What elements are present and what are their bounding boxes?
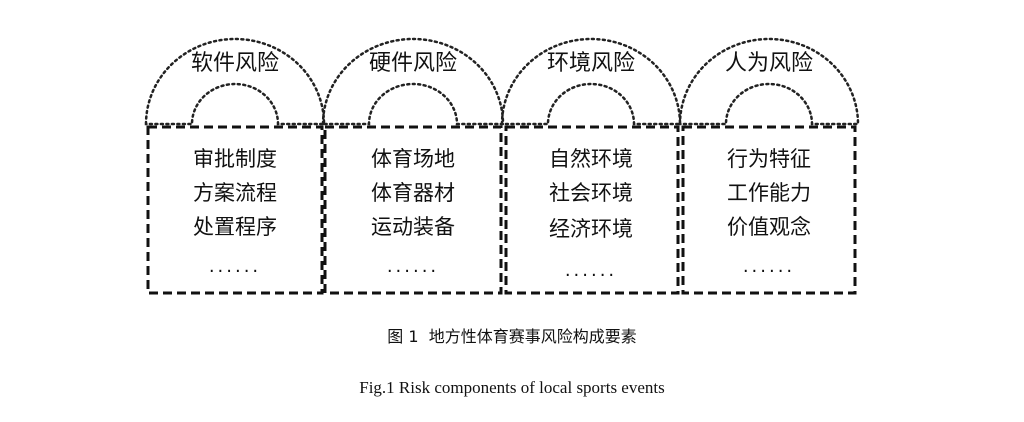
group-item: 处置程序 xyxy=(193,215,277,239)
group-item: 价值观念 xyxy=(727,215,811,239)
group-item: 体育场地 xyxy=(371,147,455,171)
group-item: 工作能力 xyxy=(727,181,811,205)
risk-group-software: 软件风险 审批制度 方案流程 处置程序 ...... xyxy=(144,37,326,295)
group-item: 运动装备 xyxy=(371,215,455,239)
arch-outline xyxy=(678,37,860,126)
group-item: 自然环境 xyxy=(549,147,633,171)
group-title: 人为风险 xyxy=(725,51,813,76)
group-title: 软件风险 xyxy=(191,51,279,76)
group-item: 方案流程 xyxy=(193,181,277,205)
risk-group-environment: 环境风险 自然环境 社会环境 经济环境 ...... xyxy=(500,37,682,295)
group-item: 审批制度 xyxy=(193,147,277,171)
risk-group-hardware: 硬件风险 体育场地 体育器材 运动装备 ...... xyxy=(321,37,505,295)
risk-components-diagram: 软件风险 审批制度 方案流程 处置程序 ...... 硬件风险 体育场地 体育器… xyxy=(144,37,860,295)
group-item: 社会环境 xyxy=(549,181,633,205)
group-ellipsis: ...... xyxy=(565,260,617,281)
group-box xyxy=(323,125,503,295)
group-title: 环境风险 xyxy=(547,51,635,76)
group-ellipsis: ...... xyxy=(743,256,795,277)
group-item: 经济环境 xyxy=(549,217,633,241)
group-item: 体育器材 xyxy=(371,181,455,205)
group-item: 行为特征 xyxy=(727,147,811,171)
figure-caption-english: Fig.1 Risk components of local sports ev… xyxy=(359,378,665,397)
group-box xyxy=(504,125,680,295)
arch-outline xyxy=(144,37,326,126)
arch-outline xyxy=(500,37,682,126)
figure-caption-chinese: 图 1 地方性体育赛事风险构成要素 xyxy=(387,327,637,346)
group-box xyxy=(146,125,324,295)
group-title: 硬件风险 xyxy=(369,51,457,76)
group-ellipsis: ...... xyxy=(209,256,261,277)
group-ellipsis: ...... xyxy=(387,256,439,277)
group-box xyxy=(681,125,857,295)
arch-outline xyxy=(321,37,505,126)
risk-group-human: 人为风险 行为特征 工作能力 价值观念 ...... xyxy=(678,37,860,295)
